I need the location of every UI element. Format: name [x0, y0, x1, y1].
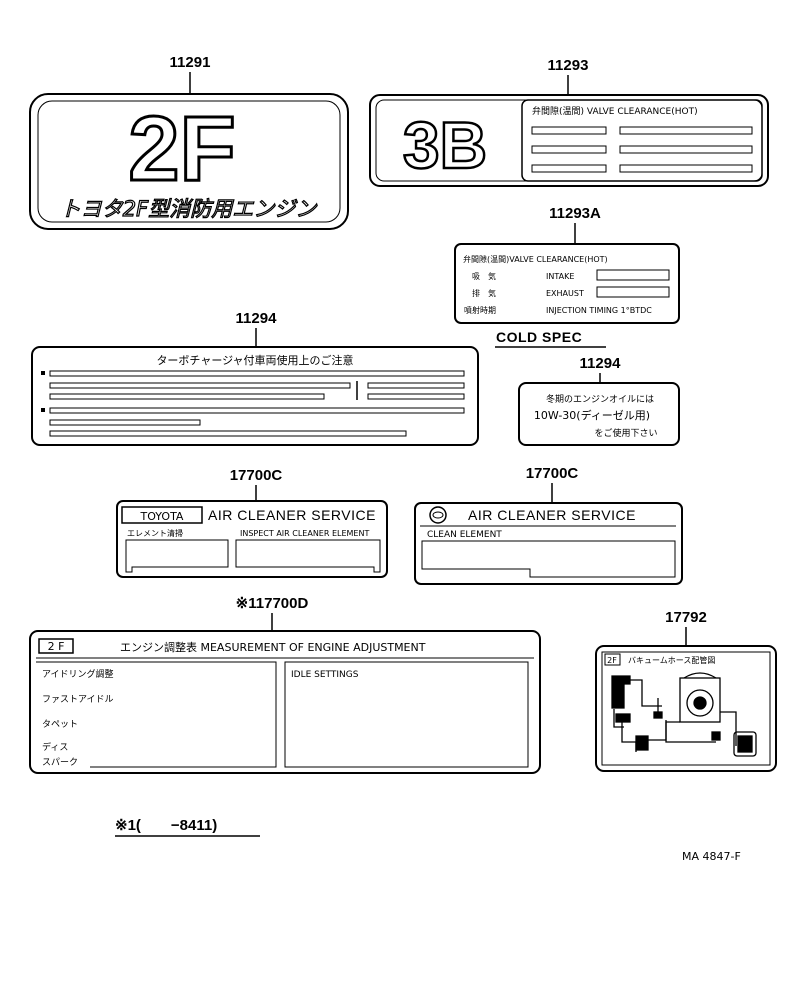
plate-17700d-tag: 2 F	[48, 640, 65, 653]
plate-17792-tag: 2F	[607, 656, 617, 665]
plate-17792: 2F バキュームホース配管図	[595, 645, 777, 772]
plate-17700d-row4b: スパーク	[42, 757, 78, 768]
footnote: ※1( −8411)	[115, 817, 217, 834]
plate-17700c-left-title: AIR CLEANER SERVICE	[208, 507, 376, 523]
plate-11293a-row3-jp: 噴射時期	[464, 305, 496, 315]
vacuum-hose-diagram-icon	[611, 672, 757, 757]
plate-17792-title: バキュームホース配管図	[628, 655, 715, 665]
plate-11294-small: 冬期のエンジンオイルには 10W-30(ディーゼル用) をご使用下さい	[518, 382, 680, 446]
part-number-11294-large: 11294	[236, 310, 278, 327]
plate-17700c-left-col2: INSPECT AIR CLEANER ELEMENT	[240, 529, 369, 538]
plate-17700d-title: エンジン調整表 MEASUREMENT OF ENGINE ADJUSTMENT	[120, 640, 426, 654]
part-number-11294-small: 11294	[580, 355, 622, 372]
plate-11293a-row1-en: INTAKE	[546, 272, 574, 281]
plate-11293a-row3-en: INJECTION TIMING 1°BTDC	[546, 306, 652, 315]
cold-spec-caption: COLD SPEC	[496, 329, 582, 345]
toyota-mark-icon: TOYOTA	[140, 510, 184, 523]
plate-17700c-left-col1: エレメント清掃	[127, 528, 183, 538]
plate-11294-small-line2: 10W-30(ディーゼル用)	[534, 408, 650, 422]
plate-11291-sub-text: トヨタ2F型消防用エンジン	[60, 197, 317, 221]
brand-mark-icon	[429, 506, 447, 524]
plate-11293a-row2-en: EXHAUST	[546, 289, 584, 298]
plate-11293-big-text: 3B	[403, 108, 487, 182]
plate-11294-small-line3: をご使用下さい	[594, 427, 657, 439]
plate-11293a: 弁間隙(温間)VALVE CLEARANCE(HOT) 吸 気 INTAKE 排…	[454, 243, 680, 324]
plate-11293-header: 弁間隙(温間) VALVE CLEARANCE(HOT)	[532, 105, 698, 117]
plate-17700d-row3: タペット	[42, 719, 78, 730]
plate-17700c-right-sub: CLEAN ELEMENT	[427, 530, 502, 540]
plate-11293: 3B 弁間隙(温間) VALVE CLEARANCE(HOT)	[369, 94, 769, 187]
plate-11294-title: ターボチャージャ付車両使用上のご注意	[156, 353, 353, 367]
part-number-17700c-right: 17700C	[526, 465, 579, 482]
part-number-11293a: 11293A	[549, 205, 601, 222]
part-number-11291: 11291	[170, 54, 211, 71]
plate-11293a-row1-jp: 吸 気	[472, 271, 496, 281]
plate-17700c-left: TOYOTA AIR CLEANER SERVICE エレメント清掃 INSPE…	[116, 500, 388, 578]
plate-17700d-right-col: IDLE SETTINGS	[291, 670, 359, 680]
plate-17700c-right-title: AIR CLEANER SERVICE	[468, 507, 636, 523]
part-number-17792: 17792	[665, 609, 707, 626]
plate-17700d-row4a: ディス	[42, 741, 68, 753]
plate-17700c-right: AIR CLEANER SERVICE CLEAN ELEMENT	[414, 502, 683, 585]
plate-17700d-row2: ファストアイドル	[42, 695, 114, 705]
plate-11293a-header: 弁間隙(温間)VALVE CLEARANCE(HOT)	[463, 254, 608, 264]
plate-11294-large: ターボチャージャ付車両使用上のご注意	[31, 346, 479, 446]
part-number-17700d: ※117700D	[236, 595, 309, 612]
part-number-11293: 11293	[548, 57, 589, 74]
plate-11291-big-text: 2F	[128, 98, 235, 200]
part-number-17700c-left: 17700C	[230, 467, 283, 484]
plate-11291: 2F トヨタ2F型消防用エンジン	[29, 93, 349, 230]
plate-11293a-row2-jp: 排 気	[472, 288, 496, 298]
diagram-code: MA 4847-F	[682, 850, 741, 863]
plate-17700d-row1: アイドリング調整	[42, 668, 114, 680]
plate-11294-small-line1: 冬期のエンジンオイルには	[546, 393, 654, 405]
plate-17700d: 2 F エンジン調整表 MEASUREMENT OF ENGINE ADJUST…	[29, 630, 541, 774]
